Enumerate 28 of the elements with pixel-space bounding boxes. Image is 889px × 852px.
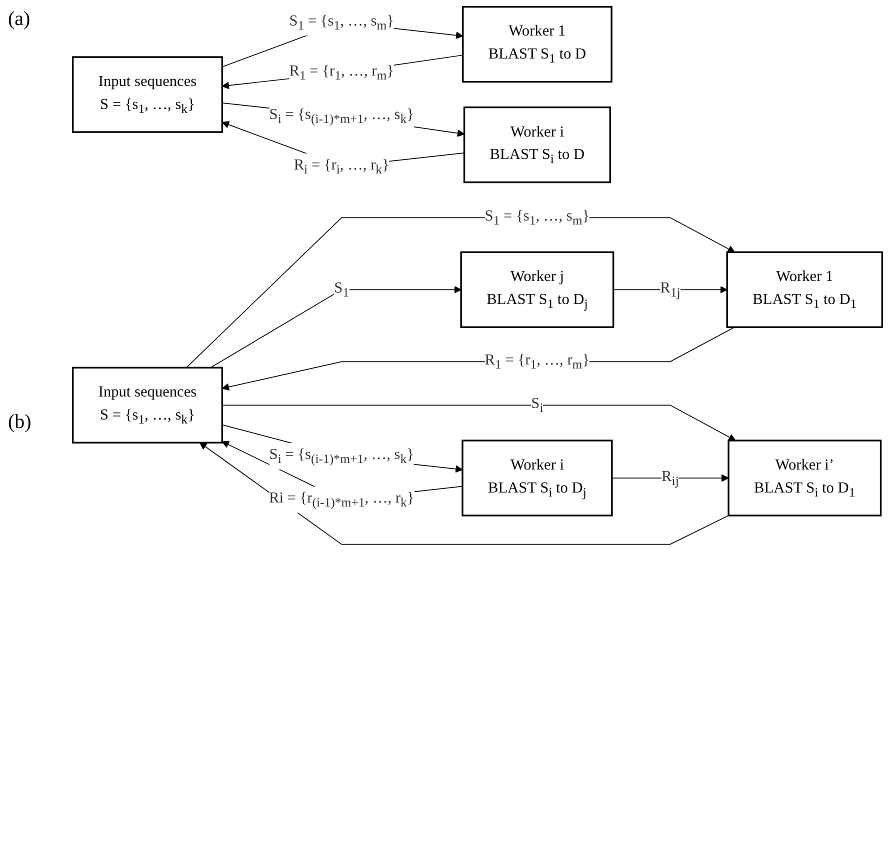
edge-label: S$_{i}$ [531,394,544,416]
arrow [186,217,735,368]
edge-label: R$_{i}$ = {r$_{i}$, …, r$_{k}$} [294,156,390,177]
node-box: Input sequences S = {s$_{1}$, …, s$_{k}$} [72,56,223,133]
edge-label: R$_{1}$ = {r$_{1}$, …, r$_{m}$} [484,350,590,372]
panel-label: (a) [8,8,32,31]
edge-label: R$_{ij}$ [662,467,679,488]
edge-label: S$_{i}$ = {s$_{(i-1)*m+1}$, …, s$_{k}$} [269,446,414,467]
node-box: Input sequences S = {s$_{1}$, …, s$_{k}$} [72,366,223,444]
panel-label: (b) [8,411,32,434]
node-box: Worker 1 BLAST S$_{1}$ to D$_{1}$ [726,251,884,328]
edge-label: R$_{1}$ = {r$_{1}$, …, r$_{m}$} [289,62,394,84]
arrow [222,54,464,90]
edge-label: Ri = {r$_{(i-1)*m+1}$, …, r$_{k}$} [268,489,414,510]
edge-label: S$_{1}$ [334,279,350,300]
edge-label: S$_{1}$ = {s$_{1}$, …, s$_{m}$} [289,12,394,33]
arrow [210,286,462,368]
arrow [222,404,736,441]
edge-label: S$_{1}$ = {s$_{1}$, …, s$_{m}$} [484,207,590,228]
node-box: Worker i BLAST S$_{i}$ to D [463,106,611,184]
arrow [222,424,463,473]
node-box: Worker j BLAST S$_{1}$ to D$_{j}$ [460,251,614,328]
node-box: Worker 1 BLAST S$_{1}$ to D [462,6,612,83]
node-box: Worker i’ BLAST S$_{i}$ to D$_{1}$ [728,440,882,516]
edge-label: R$_{1j}$ [660,279,680,300]
node-box: Worker i BLAST S$_{i}$ to D$_{j}$ [462,440,613,516]
arrow [222,326,736,391]
edge-label: S$_{i}$ = {s$_{(i-1)*m+1}$, …, s$_{k}$} [269,106,414,127]
